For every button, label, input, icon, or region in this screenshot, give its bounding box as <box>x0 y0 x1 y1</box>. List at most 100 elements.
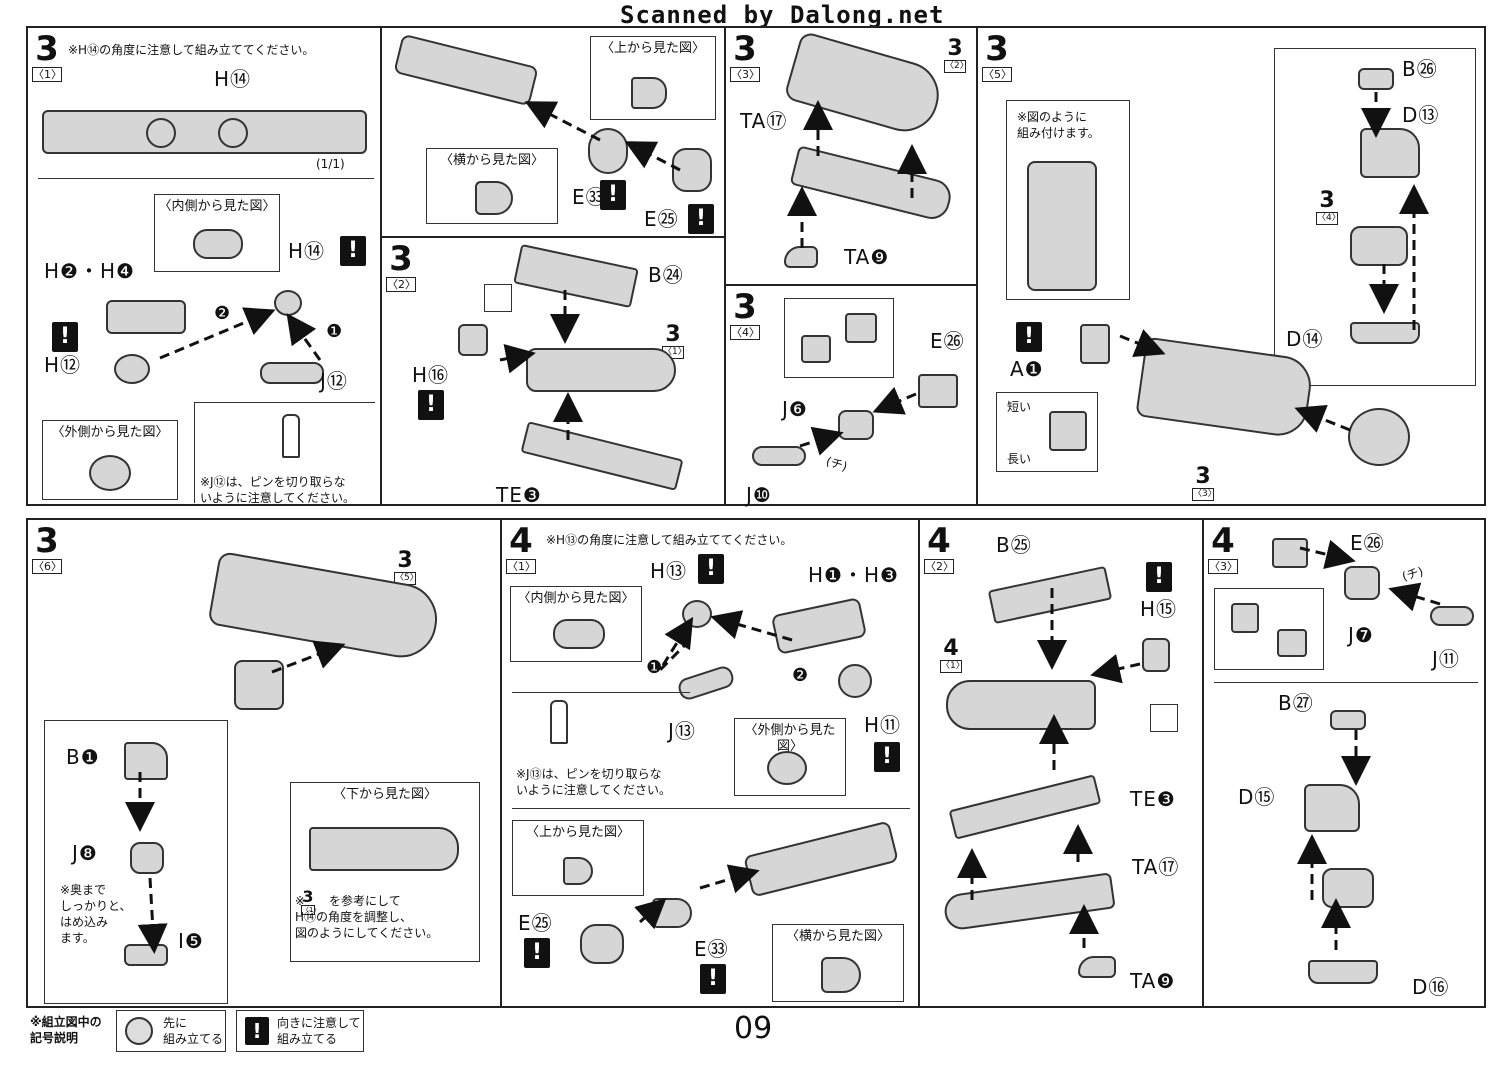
part-label: J❿ <box>746 483 772 507</box>
orientation-warning-icon: ! <box>52 322 78 352</box>
orientation-warning-icon: ! <box>524 938 550 968</box>
part-label: J❽ <box>72 841 98 865</box>
arrow-line <box>524 101 601 142</box>
part-illustration <box>475 181 513 215</box>
arrow-line <box>1299 539 1356 569</box>
part-illustration <box>1330 710 1366 730</box>
part-illustration <box>580 924 624 964</box>
part-label: D⑬ <box>1402 103 1440 127</box>
arrow-line <box>159 307 276 360</box>
part-label: TE❸ <box>496 483 542 507</box>
orientation-warning-icon: ! <box>700 964 726 994</box>
orientation-warning-icon: ! <box>874 742 900 772</box>
arrow-line <box>872 386 917 415</box>
part-label: A❶ <box>1010 357 1044 381</box>
part-label: TA⑰ <box>740 109 788 133</box>
part-illustration <box>458 324 488 356</box>
part-illustration <box>946 680 1096 730</box>
part-label: E㉖ <box>1350 531 1385 555</box>
part-illustration <box>193 229 243 259</box>
reference-step: 3 〈1〉 <box>301 887 321 915</box>
part-label: E㉕ <box>644 207 679 231</box>
part-illustration <box>274 290 302 316</box>
angle-note: ※H⑬の角度に注意して組み立ててください。 <box>546 533 793 547</box>
part-illustration <box>114 354 150 384</box>
part-illustration <box>563 857 593 885</box>
reference-step: 4 〈1〉 <box>940 636 965 673</box>
step-number: 3 〈4〉 <box>730 287 760 340</box>
part-illustration <box>1049 411 1087 451</box>
part-illustration <box>918 374 958 408</box>
panel-step-3-1: 3 〈1〉 ※H⑭の角度に注意して組み立ててください。 H⑭ (1/1) 〈内側… <box>26 26 382 506</box>
orientation-warning-icon: ! <box>340 236 366 266</box>
arrow-line <box>1090 654 1141 684</box>
orientation-warning-icon: ! <box>1146 562 1172 592</box>
panel-step-3-4: 3 〈4〉 E㉖ J❻ (チ) J❿ <box>724 284 978 506</box>
legend-item-orientation: ! 向きに注意して 組み立てる <box>236 1010 364 1052</box>
part-illustration <box>124 742 168 780</box>
part-label: H❶・H❸ <box>808 563 899 587</box>
part-illustration <box>1350 322 1420 344</box>
joint-illustration <box>218 118 248 148</box>
part-illustration <box>1348 408 1410 466</box>
part-illustration <box>631 77 667 109</box>
part-label: TA❾ <box>1130 969 1176 993</box>
panel-step-4-1: 4 〈1〉 ※H⑬の角度に注意して組み立ててください。 H⑬ ! H❶・H❸ 〈… <box>500 518 920 1008</box>
arrow-line <box>624 141 681 172</box>
part-illustration <box>89 455 131 491</box>
part-illustration <box>801 335 831 363</box>
scale-label: (1/1) <box>316 157 345 171</box>
arrow-line <box>499 343 536 374</box>
part-illustration <box>1277 629 1307 657</box>
orientation-warning-icon: ! <box>418 390 444 420</box>
part-label: E㉝ <box>572 185 607 209</box>
part-illustration <box>1231 603 1259 633</box>
reference-step: 3 〈3〉 <box>1192 464 1217 501</box>
detail-view-box <box>1214 588 1324 670</box>
inner-view-box: 〈内側から見た図〉 <box>510 586 642 662</box>
panel-step-3-1-e-parts: 〈上から見た図〉 〈横から見た図〉 E㉝ ! E㉕ ! <box>380 26 726 238</box>
part-illustration <box>1308 960 1378 984</box>
length-view-box: 短い 長い <box>996 392 1098 472</box>
part-label: E㉖ <box>930 329 965 353</box>
step-number: 4 〈1〉 <box>506 521 536 574</box>
detail-view-box <box>784 298 894 378</box>
part-label: E㉝ <box>694 937 729 961</box>
leg-frame-illustration <box>42 110 367 154</box>
part-label: H⑭ <box>214 67 252 91</box>
part-illustration <box>845 313 877 343</box>
sub-assembly-box <box>1274 48 1476 386</box>
part-illustration <box>767 751 807 785</box>
outer-view-box: 〈外側から見た図〉 <box>734 718 846 796</box>
pin-illustration <box>282 414 300 458</box>
reference-step: 3 〈4〉 <box>1316 188 1341 225</box>
part-illustration <box>106 300 186 334</box>
arrow-line <box>137 877 168 954</box>
part-illustration <box>309 827 459 871</box>
part-label: TA⑰ <box>1132 855 1180 879</box>
part-illustration <box>838 664 872 698</box>
part-illustration <box>1304 784 1360 832</box>
step-number: 3 〈1〉 <box>32 29 62 82</box>
reference-step: 3 〈2〉 <box>944 36 969 73</box>
orientation-warning-icon: ! <box>688 204 714 234</box>
step-number: 4 〈2〉 <box>924 521 954 574</box>
part-label: J⑪ <box>1432 647 1460 671</box>
arrow-line <box>286 313 322 361</box>
part-label: B㉗ <box>1278 691 1314 715</box>
part-label: B❶ <box>66 745 100 769</box>
callout-box <box>194 402 375 503</box>
step-number: 3 〈2〉 <box>386 239 416 292</box>
legend-title: ※組立図中の 記号説明 <box>30 1015 102 1045</box>
part-label: I❺ <box>178 929 204 953</box>
part-illustration <box>1350 226 1408 266</box>
part-label: H⑭ <box>288 239 326 263</box>
sub-assembly-box <box>44 720 228 1004</box>
step-number: 3 〈5〉 <box>982 29 1012 82</box>
part-illustration <box>1080 324 1110 364</box>
legend-item-pre-assembled: 先に 組み立てる <box>116 1010 226 1052</box>
part-label: B㉖ <box>1402 57 1438 81</box>
arrow-line <box>699 864 760 894</box>
orientation-warning-icon: ! <box>245 1017 269 1045</box>
